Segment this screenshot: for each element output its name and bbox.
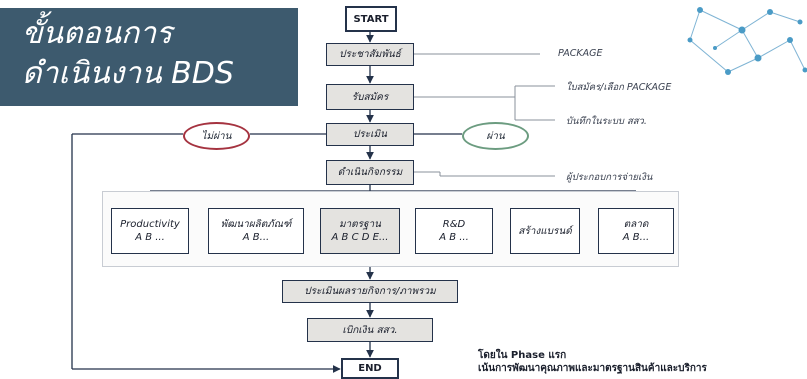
category-sub: A B... [242,232,270,243]
phase-note-line-1: โดยใน Phase แรก [478,350,567,361]
category-sub: A B ... [135,232,165,243]
category-standard: มาตรฐาน A B C D E... [320,208,400,254]
category-name: ตลาด [623,219,649,230]
step-reimburse: เบิกเงิน สสว. [307,318,433,342]
note-apply-package: ใบสมัคร/เลือก PACKAGE [566,82,672,93]
phase-note-line-2: เน้นการพัฒนาคุณภาพและมาตรฐานสินค้าและบริ… [478,363,707,374]
category-name: สร้างแบรนด์ [518,225,572,237]
category-name: มาตรฐาน [338,219,382,230]
fail-decision: ไม่ผ่าน [183,122,250,150]
network-graph-icon [687,7,807,75]
pass-decision: ผ่าน [462,122,529,150]
step-overall-eval: ประเมินผลรายกิจการ/ภาพรวม [282,280,458,303]
category-name: พัฒนาผลิตภัณฑ์ [220,219,292,230]
step-evaluate: ประเมิน [326,123,414,146]
category-product-dev: พัฒนาผลิตภัณฑ์ A B... [208,208,304,254]
category-marketing: ตลาด A B... [598,208,674,254]
step-publicize: ประชาสัมพันธ์ [326,43,414,66]
title-line-2: ดำเนินงาน BDS [22,56,234,91]
category-sub: A B... [622,232,650,243]
note-record-system: บันทึกในระบบ สสว. [566,116,647,127]
category-sub: A B C D E... [331,232,389,243]
step-activities: ดำเนินกิจกรรม [326,160,414,185]
step-register: รับสมัคร [326,84,414,110]
phase-note: โดยใน Phase แรก เน้นการพัฒนาคุณภาพและมาต… [478,349,707,375]
note-package: PACKAGE [558,48,603,59]
category-name: R&D [442,219,466,230]
category-rnd: R&D A B ... [415,208,493,254]
category-productivity: Productivity A B ... [111,208,189,254]
start-node: START [345,6,397,32]
note-provider-payment: ผู้ประกอบการจ่ายเงิน [566,172,653,183]
category-branding: สร้างแบรนด์ [510,208,580,254]
page-title-banner: ขั้นตอนการ ดำเนินงาน BDS [0,8,298,106]
category-sub: A B ... [439,232,469,243]
title-line-1: ขั้นตอนการ [22,16,173,51]
category-name: Productivity [120,219,180,230]
end-node: END [341,358,399,379]
